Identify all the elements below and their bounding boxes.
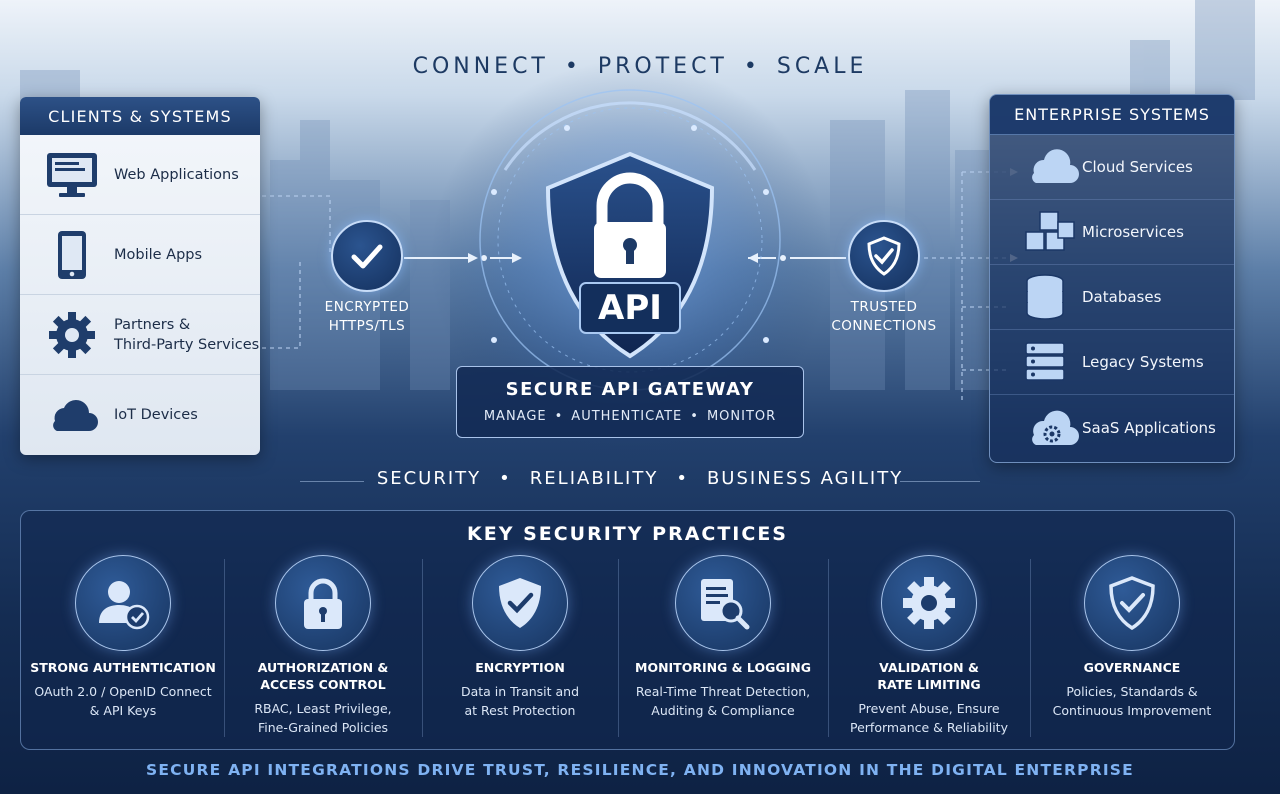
value-business-agility: BUSINESS AGILITY — [706, 468, 904, 489]
phone-icon — [44, 230, 100, 280]
trusted-node-label: TRUSTED CONNECTIONS — [820, 298, 948, 336]
value-reliability: RELIABILITY — [529, 468, 659, 489]
enterprise-saas-applications: SaaS Applications — [990, 395, 1234, 460]
value-dot: • — [499, 468, 512, 489]
practice-title: VALIDATION & RATE LIMITING — [877, 660, 981, 692]
gateway-dot: • — [690, 409, 699, 424]
client-label: IoT Devices — [114, 407, 198, 423]
practices-title: KEY SECURITY PRACTICES — [467, 523, 788, 545]
practice-title: MONITORING & LOGGING — [635, 660, 811, 675]
enterprise-microservices: Microservices — [990, 200, 1234, 265]
practice-description: RBAC, Least Privilege, Fine-Grained Poli… — [254, 701, 392, 735]
client-iot-devices: IoT Devices — [20, 375, 260, 455]
tagline-dot: • — [743, 54, 761, 79]
client-label: Mobile Apps — [114, 246, 203, 263]
padlock-icon — [275, 555, 371, 651]
practice-divider — [224, 559, 225, 737]
enterprise-label: Databases — [1082, 288, 1162, 306]
cloud-gear-icon — [1024, 408, 1082, 448]
server-icon — [1024, 341, 1082, 383]
values-divider-left — [300, 481, 364, 482]
practice-description: Data in Transit and at Rest Protection — [460, 684, 580, 718]
enterprise-databases: Databases — [990, 265, 1234, 330]
cubes-icon — [1024, 210, 1082, 254]
gateway-box: SECURE API GATEWAY MANAGE•AUTHENTICATE•M… — [456, 366, 804, 438]
trusted-node — [848, 220, 920, 292]
client-label: Web Applications — [114, 166, 239, 183]
enterprise-label: Microservices — [1082, 223, 1184, 241]
database-icon — [1024, 274, 1082, 320]
tagline-dot: • — [564, 54, 582, 79]
encrypted-node-label: ENCRYPTED HTTPS/TLS — [306, 298, 428, 336]
user-check-icon — [75, 555, 171, 651]
shield-outline-check-icon — [1084, 555, 1180, 651]
monitor-icon — [44, 150, 100, 200]
shield-check-icon — [472, 555, 568, 651]
checkmark-icon — [351, 244, 383, 269]
document-search-icon — [675, 555, 771, 651]
tagline: CONNECT • PROTECT • SCALE — [0, 54, 1280, 79]
tagline-protect: PROTECT — [597, 54, 728, 79]
trusted-label-line2: CONNECTIONS — [831, 318, 937, 334]
client-mobile-apps: Mobile Apps — [20, 215, 260, 295]
gateway-subtitle: MANAGE • AUTHENTICATE • MONITOR — [457, 409, 803, 424]
gear-icon — [881, 555, 977, 651]
practice-divider — [1030, 559, 1031, 737]
practice-divider — [618, 559, 619, 737]
practice-description: Prevent Abuse, Ensure Performance & Reli… — [850, 701, 1008, 735]
key-practices-panel: KEY SECURITY PRACTICES STRONG AUTHENTICA… — [20, 510, 1235, 750]
tagline-connect: CONNECT — [412, 54, 549, 79]
value-dot: • — [676, 468, 689, 489]
practice-validation: VALIDATION & RATE LIMITING Prevent Abuse… — [828, 551, 1030, 743]
practice-divider — [828, 559, 829, 737]
practice-encryption: ENCRYPTION Data in Transit and at Rest P… — [422, 551, 618, 743]
practice-title: GOVERNANCE — [1083, 660, 1181, 675]
practice-title: AUTHORIZATION & ACCESS CONTROL — [257, 660, 389, 692]
value-security: SECURITY — [376, 468, 482, 489]
enterprise-label: Legacy Systems — [1082, 353, 1204, 371]
client-partners: Partners & Third-Party Services — [20, 295, 260, 375]
practice-title: ENCRYPTION — [475, 660, 565, 675]
api-label: API — [598, 288, 662, 328]
practice-description: Policies, Standards & Continuous Improve… — [1052, 684, 1212, 718]
practice-governance: GOVERNANCE Policies, Standards & Continu… — [1030, 551, 1234, 743]
trusted-label-line1: TRUSTED — [850, 299, 918, 315]
values-line: SECURITY • RELIABILITY • BUSINESS AGILITY — [0, 468, 1280, 489]
cloud-icon — [1024, 149, 1082, 185]
gateway-manage: MANAGE — [483, 409, 547, 424]
gateway-authenticate: AUTHENTICATE — [571, 409, 683, 424]
practice-monitoring: MONITORING & LOGGING Real-Time Threat De… — [618, 551, 828, 743]
tagline-scale: SCALE — [776, 54, 868, 79]
clients-panel: CLIENTS & SYSTEMS Web Applications Mobil… — [20, 97, 260, 455]
encrypted-label-line1: ENCRYPTED — [324, 299, 410, 315]
enterprise-label: Cloud Services — [1082, 158, 1193, 176]
enterprise-panel: ENTERPRISE SYSTEMS Cloud Services Micros… — [989, 94, 1235, 463]
footer-statement: SECURE API INTEGRATIONS DRIVE TRUST, RES… — [146, 761, 1134, 779]
values-divider-right — [900, 481, 980, 482]
practice-title: STRONG AUTHENTICATION — [30, 660, 216, 675]
practice-divider — [422, 559, 423, 737]
practice-description: Real-Time Threat Detection, Auditing & C… — [635, 684, 811, 718]
shield-check-icon — [867, 236, 901, 276]
practice-authorization: AUTHORIZATION & ACCESS CONTROL RBAC, Lea… — [224, 551, 422, 743]
practice-strong-authentication: STRONG AUTHENTICATION OAuth 2.0 / OpenID… — [23, 551, 223, 743]
enterprise-panel-title: ENTERPRISE SYSTEMS — [990, 95, 1234, 135]
cloud-icon — [44, 390, 100, 440]
gateway-title: SECURE API GATEWAY — [505, 379, 755, 400]
gear-icon — [44, 310, 100, 360]
practice-description: OAuth 2.0 / OpenID Connect & API Keys — [34, 684, 212, 718]
gateway-monitor: MONITOR — [706, 409, 777, 424]
enterprise-label: SaaS Applications — [1082, 418, 1216, 437]
encrypted-node — [331, 220, 403, 292]
clients-panel-title: CLIENTS & SYSTEMS — [20, 97, 260, 135]
client-label: Partners & Third-Party Services — [114, 316, 260, 353]
api-gateway-shield — [540, 150, 720, 360]
enterprise-cloud-services: Cloud Services — [990, 135, 1234, 200]
encrypted-label-line2: HTTPS/TLS — [328, 318, 406, 334]
gateway-dot: • — [554, 409, 564, 424]
client-web-applications: Web Applications — [20, 135, 260, 215]
enterprise-legacy-systems: Legacy Systems — [990, 330, 1234, 395]
